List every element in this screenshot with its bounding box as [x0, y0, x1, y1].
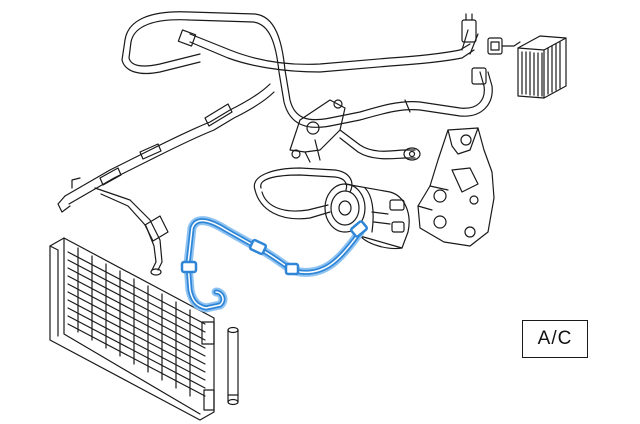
- upper-refrigerant-pipe: [121, 11, 331, 128]
- compressor-mounting-bracket: [417, 127, 495, 247]
- ac-suction-hose: [180, 216, 369, 313]
- receiver-drier: [227, 326, 239, 406]
- ac-label-box: A/C: [522, 320, 588, 358]
- ac-compressor: [324, 183, 410, 250]
- ac-label-text: A/C: [537, 328, 573, 349]
- liquid-line: [57, 83, 275, 213]
- evaporator-core: [517, 35, 567, 99]
- pressure-switch: [487, 37, 521, 55]
- condenser-inlet-hose: [94, 187, 169, 276]
- evaporator-pipe: [177, 13, 479, 73]
- middle-pipe: [329, 67, 493, 127]
- condenser: [49, 237, 215, 421]
- drive-belt: [253, 167, 353, 220]
- expansion-valve-bracket: [289, 99, 421, 163]
